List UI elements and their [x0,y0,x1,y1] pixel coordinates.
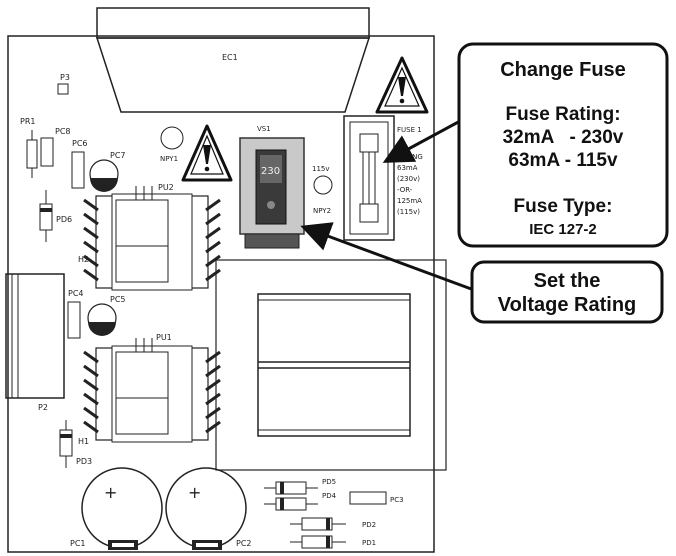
warning-icon [375,56,429,114]
pr1-resistor [26,130,38,178]
115v-label: 115v [312,165,330,173]
p3-label: P3 [60,73,70,82]
fuse-rating-line: (230v) [397,175,420,183]
npy1-label: NPY1 [160,155,178,163]
h2-label: H2 [78,255,89,264]
voltage-callout: Set the Voltage Rating [470,260,664,324]
p2-label: P2 [38,403,48,412]
pc4-label: PC4 [68,289,84,298]
pc5-label: PC5 [110,295,126,304]
pc5-capacitor [87,303,117,336]
voltage-callout-line1: Set the [534,270,601,292]
p3-pad [57,83,69,95]
fuse1-label: FUSE 1 [397,126,422,134]
npy2-label: NPY2 [313,207,331,215]
pu1-label: PU1 [156,333,172,342]
fuse-callout: Change Fuse Fuse Rating: 32mA - 230v 63m… [457,42,669,248]
pu2-regulator [83,186,221,291]
pc2-label: PC2 [236,539,252,548]
pd2-diode [290,517,346,531]
pc2-capacitor: + [165,467,247,550]
p2-connector [5,273,65,399]
pd4-diode [264,497,318,511]
voltage-callout-arrow [300,222,475,292]
fuse-type-heading: Fuse Type: [514,196,613,217]
pc4-capacitor [67,301,81,339]
npy1-indicator [160,126,184,150]
voltage-switch-value: 230 [261,166,280,177]
pu1-regulator [83,338,221,443]
pd5-label: PD5 [322,478,336,486]
pr1-label: PR1 [20,117,35,126]
vs1-label: VS1 [257,125,271,133]
h1-label: H1 [78,437,89,446]
ec1-connector: EC1 [95,7,371,113]
pu2-label: PU2 [158,183,174,192]
pc1-label: PC1 [70,539,86,548]
warning-icon [181,124,233,182]
pc7-capacitor [89,159,119,192]
svg-text:+: + [104,483,117,502]
svg-text:+: + [188,483,201,502]
fuse-type-value: IEC 127-2 [529,221,597,238]
voltage-selector-switch: 230 [239,137,305,249]
pd1-label: PD1 [362,539,376,547]
board-outline [7,35,435,553]
pc7-label: PC7 [110,151,126,160]
pc6-capacitor [71,151,85,189]
voltage-callout-line2: Voltage Rating [498,294,637,316]
transformer [215,259,447,471]
pc6-label: PC6 [72,139,88,148]
pd6-label: PD6 [56,215,72,224]
fuse-rating-line: (115v) [397,208,420,216]
pd2-label: PD2 [362,521,376,529]
ec1-label: EC1 [222,53,238,62]
pc1-capacitor: + [81,467,163,550]
fuse-rating-115v: 63mA - 115v [508,150,618,171]
fuse-rating-230v: 32mA - 230v [503,127,624,148]
pd5-diode [264,481,318,495]
fuse-holder [343,115,395,241]
pc8-label: PC8 [55,127,71,136]
npy2-indicator [313,175,333,195]
pd3-diode [59,420,73,468]
fuse-rating-line: -OR- [397,186,413,194]
pd3-label: PD3 [76,457,92,466]
fuse-callout-arrow [382,118,463,163]
pc3-label: PC3 [390,496,404,504]
pd1-diode [290,535,346,549]
pd6-diode [39,190,53,242]
fuse-rating-line: 125mA [397,197,422,205]
pc8-capacitor [40,137,54,167]
pd4-label: PD4 [322,492,337,500]
pc3-capacitor [349,491,387,505]
fuse-rating-line: 63mA [397,164,418,172]
fuse-rating-heading: Fuse Rating: [505,104,620,125]
fuse-callout-title: Change Fuse [500,59,626,81]
